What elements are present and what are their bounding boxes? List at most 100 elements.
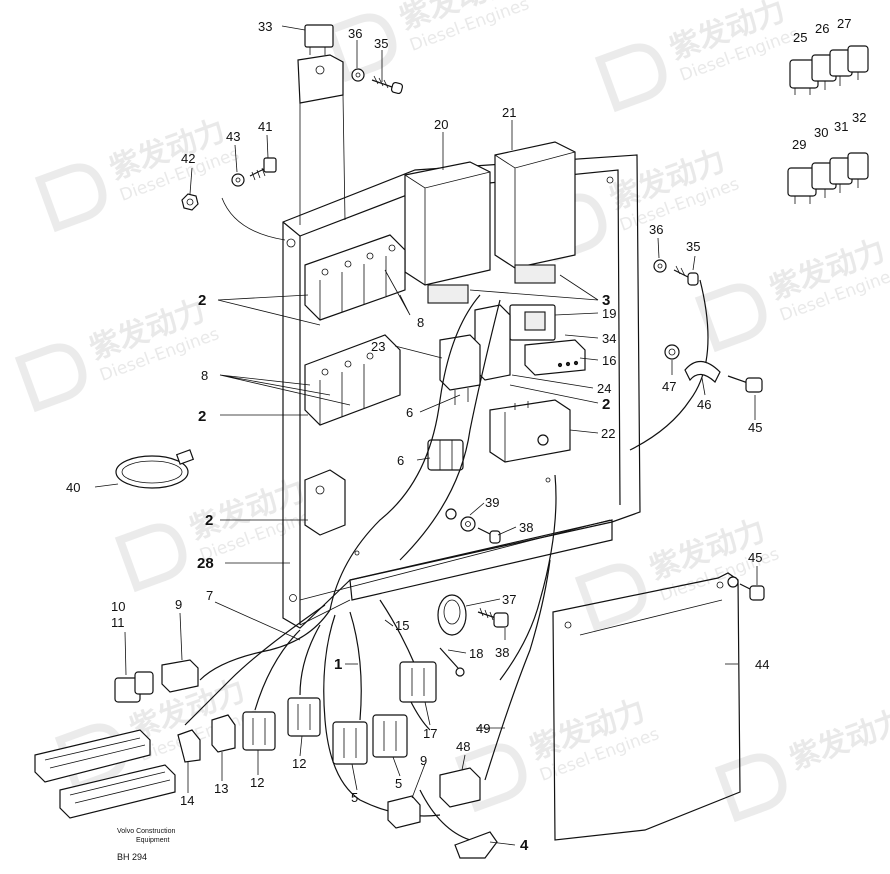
leader-lines	[94, 25, 758, 846]
callout-26: 26	[815, 21, 829, 36]
callout-21: 21	[502, 105, 516, 120]
watermark-logo-icon	[574, 563, 647, 633]
callout-9: 9	[175, 597, 182, 612]
callout-42: 42	[181, 151, 195, 166]
callout-22: 22	[601, 426, 615, 441]
bolt-and-washer-right	[653, 259, 699, 286]
callout-33: 33	[258, 19, 272, 34]
callout-43: 43	[226, 129, 240, 144]
callout-13: 13	[214, 781, 228, 796]
connector-48	[439, 767, 481, 808]
cable-tie-40	[115, 449, 195, 489]
watermark-tile: 紫发动力 Diesel-Engines	[574, 513, 782, 633]
callout-16: 16	[602, 353, 616, 368]
watermark-logo-icon	[534, 193, 607, 263]
callout-25: 25	[793, 30, 807, 45]
fuse-holder-row-upper	[304, 234, 406, 321]
watermark-logo-icon	[454, 743, 527, 813]
callout-3: 3	[602, 292, 610, 309]
callout-27: 27	[837, 16, 851, 31]
watermark-logo-icon	[14, 343, 87, 413]
callout-48: 48	[456, 739, 470, 754]
callout-2-lower: 2	[205, 512, 213, 529]
watermark-tile: 紫发动力 Diesel-Engines	[114, 473, 322, 593]
connector-9-bottom	[387, 795, 421, 829]
relay-16	[524, 339, 586, 376]
control-unit-20	[404, 161, 491, 304]
callout-36-right: 36	[649, 222, 663, 237]
callout-49: 49	[476, 721, 490, 736]
connector-5-left	[332, 721, 368, 765]
watermark-tile: 紫发动力	[714, 703, 890, 823]
connector-9-left	[161, 659, 199, 693]
watermark-logo-icon	[714, 753, 787, 823]
callout-45: 45	[748, 420, 762, 435]
callout-10: 10	[111, 599, 125, 614]
multi-pin-connector-lower	[59, 764, 176, 819]
connector-5-right	[372, 714, 408, 758]
fuse-holder-row-lower	[304, 334, 401, 426]
sensor-4	[454, 831, 498, 859]
callout-6-lower: 6	[397, 453, 404, 468]
callout-18: 18	[469, 646, 483, 661]
bolt-and-washer-lower	[445, 508, 501, 544]
callout-20: 20	[434, 117, 448, 132]
watermark-logo-icon	[114, 523, 187, 593]
callout-47: 47	[662, 379, 676, 394]
callout-6: 6	[406, 405, 413, 420]
callout-24: 24	[597, 381, 611, 396]
callout-35-right: 35	[686, 239, 700, 254]
connector-17	[399, 661, 437, 703]
watermark-logo-icon	[324, 13, 397, 83]
callout-19: 19	[602, 306, 616, 321]
callout-2-right: 2	[602, 396, 610, 413]
ring-terminal-18	[439, 647, 465, 677]
callout-11: 11	[111, 615, 125, 630]
multi-pin-connector-upper	[34, 729, 151, 783]
callout-23: 23	[371, 339, 385, 354]
callout-12: 12	[250, 775, 264, 790]
callout-44: 44	[755, 657, 769, 672]
relay-19-34	[509, 304, 556, 341]
connector-12-right	[287, 697, 321, 737]
control-unit-21	[494, 141, 576, 284]
callout-1: 1	[334, 656, 342, 673]
watermark-tile: 紫发动力 Diesel-Engines	[454, 693, 662, 813]
connector-12-left	[242, 711, 276, 751]
watermark-logo-icon	[34, 163, 107, 233]
caption-block: Volvo Construction Equipment BH 294	[117, 828, 175, 862]
watermark-tile: 紫发动力 Diesel-Engines	[694, 233, 890, 353]
callout-35: 35	[374, 36, 388, 51]
bolt-and-washer-top	[351, 68, 404, 95]
wiring-harness	[184, 279, 709, 841]
callout-5: 5	[351, 790, 358, 805]
watermark-brand-cn: 紫发动力	[785, 703, 890, 777]
callout-41: 41	[258, 119, 272, 134]
relay-23	[439, 334, 481, 405]
callout-37: 37	[502, 592, 516, 607]
relay-group-mid-right	[787, 152, 869, 204]
caption-line1: Volvo Construction	[117, 828, 175, 835]
callout-32: 32	[852, 110, 866, 125]
connector-14	[177, 729, 201, 763]
callout-34: 34	[602, 331, 616, 346]
flasher-unit-22	[489, 399, 571, 463]
relay-bracket	[297, 24, 346, 225]
callout-30: 30	[814, 125, 828, 140]
callout-14: 14	[180, 793, 194, 808]
cover-plate-44	[552, 572, 741, 841]
callout-15: 15	[395, 618, 409, 633]
callout-31: 31	[834, 119, 848, 134]
callout-labels: 33 36 35 25 26 27 20 21 43 41 42 29 30 3…	[66, 16, 866, 854]
grommet-37	[437, 594, 467, 636]
caption-code: BH 294	[117, 852, 147, 862]
watermark-tile: 紫发动力 Diesel-Engines	[594, 0, 802, 113]
callout-39: 39	[485, 495, 499, 510]
callout-38-lower: 38	[495, 645, 509, 660]
callout-2: 2	[198, 292, 206, 309]
fuse-holder-single	[304, 469, 346, 536]
callout-28: 28	[197, 555, 214, 572]
callout-12-right: 12	[292, 756, 306, 771]
callout-17: 17	[423, 726, 437, 741]
